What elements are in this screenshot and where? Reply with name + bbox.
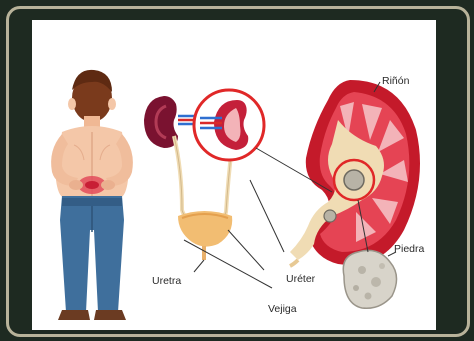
- label-bladder: Vejiga: [268, 303, 297, 315]
- diagram-panel: Riñón Piedra Uretra Uréter Vejiga: [32, 20, 436, 330]
- kidney-icon: [144, 96, 178, 148]
- kidney-stone: [343, 250, 396, 308]
- person-back-pain-figure: [51, 70, 133, 320]
- kidney-cross-section: [290, 80, 420, 266]
- label-urethra: Uretra: [152, 275, 181, 287]
- label-ureter: Uréter: [286, 273, 316, 285]
- label-stone: Piedra: [394, 243, 425, 255]
- highlight-kidney: [194, 90, 264, 160]
- label-kidney: Riñón: [382, 75, 410, 87]
- kidney-stone-diagram: Riñón Piedra Uretra Uréter Vejiga: [32, 20, 436, 330]
